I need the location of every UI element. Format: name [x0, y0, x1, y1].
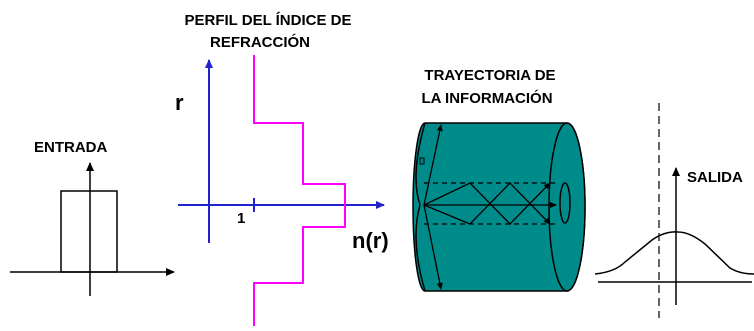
fiber-right-face — [548, 122, 586, 292]
output-pulse-group: SALIDA — [594, 103, 754, 318]
input-label: ENTRADA — [34, 139, 107, 156]
ray-zigzag-b — [423, 182, 551, 225]
fiber-title-line2: LA INFORMACIÓN — [421, 89, 552, 107]
profile-title-line2: REFRACCIÓN — [210, 33, 310, 51]
fiber-core-end — [559, 182, 571, 224]
fiber-left-face — [415, 122, 426, 292]
profile-title-line1: PERFIL DEL ÍNDICE DE — [185, 12, 352, 29]
ray-steep-down — [423, 204, 443, 290]
input-rect-pulse — [60, 190, 118, 273]
ray-steep-up — [423, 124, 443, 206]
output-label: SALIDA — [687, 169, 743, 186]
profile-y-axis-label: r — [175, 90, 184, 115]
fiber-title-line1: TRAYECTORIA DE — [424, 67, 555, 84]
index-profile-group: PERFIL DEL ÍNDICE DE REFRACCIÓN r 1 n(r) — [175, 12, 389, 326]
index-profile-curve — [253, 55, 346, 326]
input-pulse-group: ENTRADA — [10, 139, 175, 296]
fiber-group: TRAYECTORIA DE LA INFORMACIÓN — [412, 67, 586, 292]
fiber-marker — [419, 157, 425, 165]
profile-tick-label: 1 — [237, 210, 245, 227]
output-spread-pulse — [594, 231, 754, 275]
profile-x-axis-label: n(r) — [352, 228, 389, 253]
